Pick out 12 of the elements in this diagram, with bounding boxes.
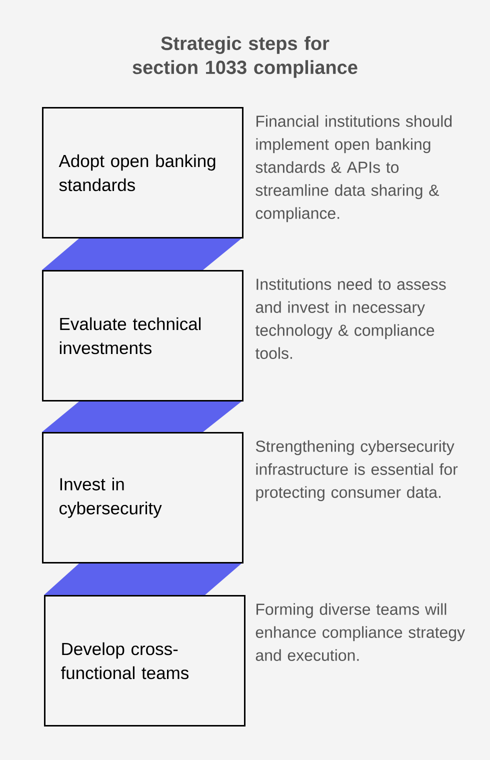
title: Strategic steps for section 1033 compliance bbox=[132, 36, 358, 78]
description-text: Institutions need to assess and invest in necessary technology & compliance tools. bbox=[255, 278, 446, 359]
connector-band bbox=[42, 238, 242, 270]
description-text: Strengthening cybersecurity infrastructure is essential for protecting consumer data. bbox=[256, 440, 458, 502]
description-text: Financial institutions should implement open banking standards & APIs to streamline data sharing & compliance. bbox=[256, 115, 452, 222]
step-box: Evaluate technical investments bbox=[42, 270, 244, 402]
connector-band bbox=[42, 402, 242, 432]
step-box: Invest in cybersecurity bbox=[42, 432, 244, 564]
step-box: Adopt open banking standards bbox=[42, 107, 244, 238]
connector-band bbox=[44, 564, 242, 595]
description-text: Forming diverse teams will enhance compliance strategy and execution. bbox=[256, 603, 466, 661]
step-box: Develop cross-functional teams bbox=[44, 595, 246, 726]
